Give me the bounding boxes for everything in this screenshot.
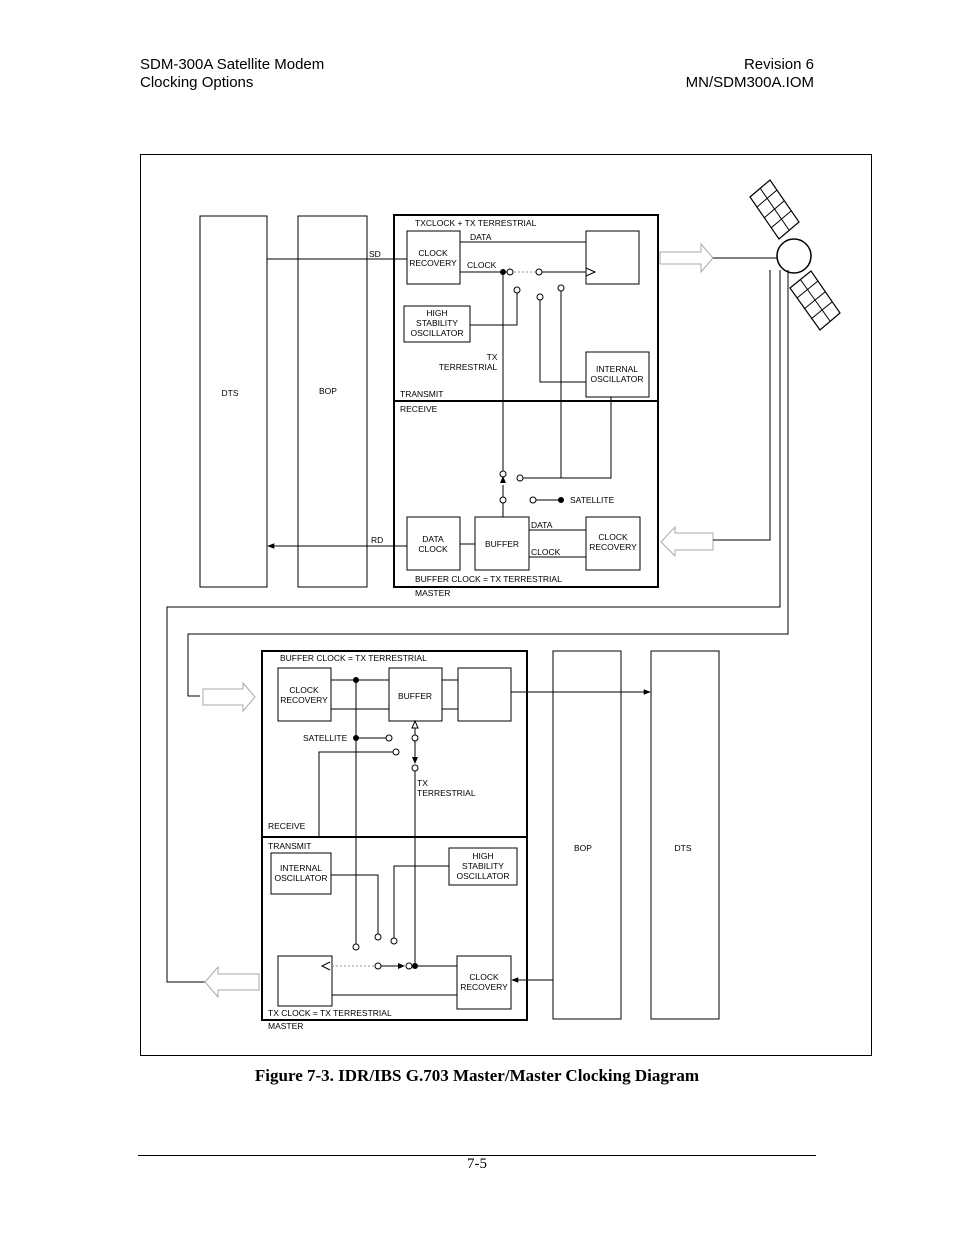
top-internal-osc-label-1: INTERNAL bbox=[596, 364, 638, 374]
bottom-bop-label: BOP bbox=[574, 843, 592, 853]
page-number: 7-5 bbox=[467, 1156, 487, 1172]
header-right: Revision 6 MN/SDM300A.IOM bbox=[686, 56, 814, 92]
top-hso-label-2: STABILITY bbox=[416, 318, 458, 328]
top-tx-terrestrial-label-1: TX bbox=[487, 352, 498, 362]
top-clock-tx-label: CLOCK bbox=[467, 260, 497, 270]
bottom-internal-osc-label-2: OSCILLATOR bbox=[274, 873, 327, 883]
top-satellite-label: SATELLITE bbox=[570, 495, 615, 505]
top-hso-label-1: HIGH bbox=[426, 308, 447, 318]
bottom-internal-osc-box bbox=[270, 852, 332, 895]
bottom-buffer-clock-title: BUFFER CLOCK = TX TERRESTRIAL bbox=[280, 653, 427, 663]
top-data-clock-label-1: DATA bbox=[422, 534, 444, 544]
top-dts-label: DTS bbox=[222, 388, 239, 398]
top-sd-label: SD bbox=[369, 249, 381, 259]
top-internal-osc-box bbox=[585, 351, 650, 398]
bottom-dts-label: DTS bbox=[675, 843, 692, 853]
top-hso-box bbox=[403, 305, 471, 343]
bottom-hso-box bbox=[448, 847, 518, 886]
top-data-tx-label: DATA bbox=[470, 232, 492, 242]
bottom-hso-label-2: STABILITY bbox=[462, 861, 504, 871]
bottom-clock-recovery-label-2: RECOVERY bbox=[280, 695, 328, 705]
bottom-tx-clock-recovery-box bbox=[456, 955, 512, 1010]
bottom-tx-clock-recovery-label-2: RECOVERY bbox=[460, 982, 508, 992]
bottom-tx-terrestrial-label-1: TX bbox=[417, 778, 428, 788]
top-dts-box bbox=[199, 215, 268, 588]
bottom-internal-osc-label-1: INTERNAL bbox=[280, 863, 322, 873]
top-data-clock-label-2: CLOCK bbox=[418, 544, 448, 554]
footer-rule bbox=[138, 1155, 816, 1156]
bottom-receive-label: RECEIVE bbox=[268, 821, 306, 831]
bottom-satellite-label: SATELLITE bbox=[303, 733, 348, 743]
top-data-rx-label: DATA bbox=[531, 520, 553, 530]
top-modem-group: DTS BOP TXCLOCK + TX TERRESTRIAL TRANSMI… bbox=[199, 214, 659, 598]
top-rx-clock-recovery-box bbox=[585, 516, 641, 571]
bottom-clock-recovery-label-1: CLOCK bbox=[289, 685, 319, 695]
bottom-hso-label-3: OSCILLATOR bbox=[456, 871, 509, 881]
bottom-master-label: MASTER bbox=[268, 1021, 303, 1031]
top-data-clock-box bbox=[406, 516, 461, 571]
top-bop-label: BOP bbox=[319, 386, 337, 396]
top-buffer-clock-title: BUFFER CLOCK = TX TERRESTRIAL bbox=[415, 574, 562, 584]
top-tx-terrestrial-label-2: TERRESTRIAL bbox=[439, 362, 498, 372]
top-receive-label: RECEIVE bbox=[400, 404, 438, 414]
bottom-transmit-label: TRANSMIT bbox=[268, 841, 311, 851]
tx-output-arrow bbox=[204, 965, 260, 999]
bottom-modulator-box bbox=[277, 955, 333, 1007]
figure-caption: Figure 7-3. IDR/IBS G.703 Master/Master … bbox=[254, 1066, 700, 1085]
bottom-tx-terrestrial-label-2: TERRESTRIAL bbox=[417, 788, 476, 798]
bottom-buffer-label: BUFFER bbox=[398, 691, 432, 701]
rx-input-arrow bbox=[202, 681, 256, 713]
top-buffer-box bbox=[474, 516, 530, 571]
document-number: MN/SDM300A.IOM bbox=[685, 74, 814, 91]
tx-uplink-arrow bbox=[659, 242, 714, 274]
bottom-tx-clock-recovery-label-1: CLOCK bbox=[469, 972, 499, 982]
top-receive-box bbox=[393, 400, 659, 588]
top-master-label: MASTER bbox=[415, 588, 450, 598]
bottom-modem-group: BUFFER CLOCK = TX TERRESTRIAL RECEIVE TR… bbox=[261, 650, 720, 1031]
bottom-bop-box bbox=[552, 650, 622, 1020]
top-hso-label-3: OSCILLATOR bbox=[410, 328, 463, 338]
top-rx-clock-recovery-label-2: RECOVERY bbox=[589, 542, 637, 552]
document-title: SDM-300A Satellite Modem bbox=[140, 56, 325, 73]
rx-downlink-arrow bbox=[660, 525, 714, 558]
bottom-demod-box bbox=[457, 667, 512, 722]
top-internal-osc-label-2: OSCILLATOR bbox=[590, 374, 643, 384]
top-clock-recovery-box bbox=[406, 230, 461, 285]
top-bop-box bbox=[297, 215, 368, 588]
bottom-tx-clock-title: TX CLOCK = TX TERRESTRIAL bbox=[268, 1008, 392, 1018]
top-rd-label: RD bbox=[371, 535, 383, 545]
header-left: SDM-300A Satellite Modem Clocking Option… bbox=[140, 56, 324, 92]
figure-frame bbox=[140, 154, 872, 1056]
top-clock-recovery-label-1: CLOCK bbox=[418, 248, 448, 258]
bottom-transmit-box bbox=[261, 836, 528, 1021]
bottom-clock-recovery-box bbox=[277, 667, 332, 722]
top-buffer-label: BUFFER bbox=[485, 539, 519, 549]
bottom-hso-label-1: HIGH bbox=[472, 851, 493, 861]
top-clock-recovery-label-2: RECOVERY bbox=[409, 258, 457, 268]
top-modulator-box bbox=[585, 230, 640, 285]
revision-label: Revision 6 bbox=[743, 56, 814, 73]
bottom-dts-box bbox=[650, 650, 720, 1020]
satellite-icon bbox=[749, 179, 841, 331]
top-clock-rx-label: CLOCK bbox=[531, 547, 561, 557]
section-title: Clocking Options bbox=[140, 74, 254, 91]
top-rx-clock-recovery-label-1: CLOCK bbox=[598, 532, 628, 542]
bottom-buffer-box bbox=[388, 667, 443, 722]
top-transmit-label: TRANSMIT bbox=[400, 389, 443, 399]
top-txclock-title: TXCLOCK + TX TERRESTRIAL bbox=[415, 218, 537, 228]
